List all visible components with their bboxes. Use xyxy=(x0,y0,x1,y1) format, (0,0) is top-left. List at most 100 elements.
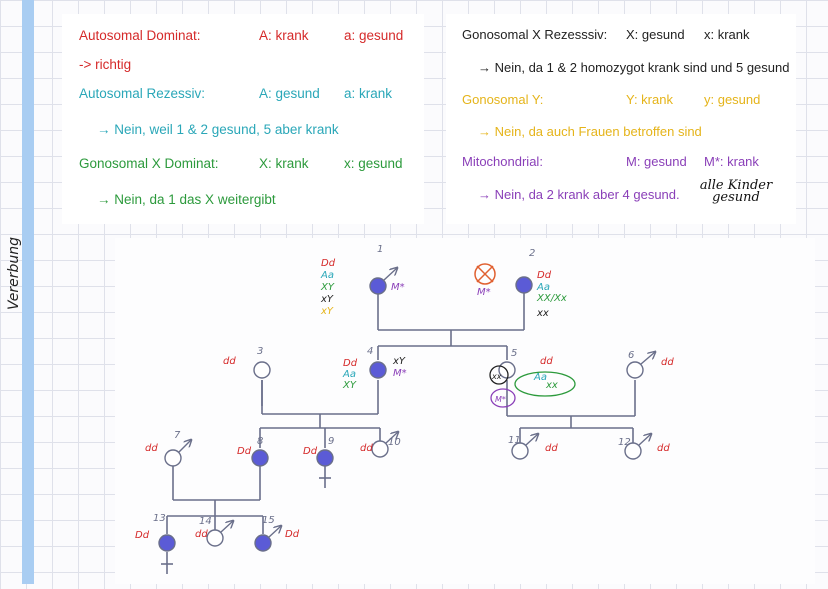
num-8: 8 xyxy=(257,436,263,447)
p2-xx-lower: xx xyxy=(536,308,549,319)
mito-handwritten-note: alle Kinder gesund xyxy=(686,178,786,205)
num-14: 14 xyxy=(199,516,212,527)
xr-verdict: → Nein, da 1 & 2 homozygot krank sind un… xyxy=(478,60,790,75)
y-title: Gonosomal Y: xyxy=(462,92,544,107)
p10-dd: dd xyxy=(360,443,373,454)
num-6: 6 xyxy=(628,350,634,361)
annotation-mstar-crossed xyxy=(474,263,496,285)
num-9: 9 xyxy=(328,436,334,447)
p5-xx: xx xyxy=(545,380,558,391)
ar-a-lower: a: krank xyxy=(344,86,393,101)
num-10: 10 xyxy=(388,437,401,448)
p2-mstar: M* xyxy=(477,287,491,298)
num-15: 15 xyxy=(262,515,275,526)
p5-dd: dd xyxy=(540,356,553,367)
p4-xy: XY xyxy=(342,380,357,391)
ad-a-upper: A: krank xyxy=(259,28,309,43)
ar-a-upper: A: gesund xyxy=(259,86,320,101)
ad-verdict: -> richtig xyxy=(79,57,132,72)
mito-verdict: → Nein, da 2 krank aber 4 gesund. xyxy=(478,187,680,202)
num-13: 13 xyxy=(153,513,166,524)
p2-xx: XX/Xx xyxy=(536,293,567,304)
y-verdict: → Nein, da auch Frauen betroffen sind xyxy=(478,124,702,139)
num-1: 1 xyxy=(377,244,383,255)
p4-mstar: M* xyxy=(393,368,407,379)
p6-dd: dd xyxy=(661,357,674,368)
note-line-1: alle Kinder xyxy=(699,178,773,193)
p1-xy-yellow: xY xyxy=(320,306,334,317)
person-1 xyxy=(369,268,397,295)
ad-title: Autosomal Dominat: xyxy=(79,28,201,43)
annotation-mstar-circle xyxy=(490,388,516,408)
person-13-symbol xyxy=(158,534,176,552)
p7-dd: dd xyxy=(145,443,158,454)
mito-title: Mitochondrial: xyxy=(462,154,543,169)
p5-xx-circle: xx xyxy=(491,372,502,381)
p4-xy-lower: xY xyxy=(392,356,406,367)
person-1-symbol xyxy=(369,277,387,295)
p5-mstar-circle: M* xyxy=(495,395,506,404)
xd-x-upper: X: krank xyxy=(259,156,309,171)
num-4: 4 xyxy=(367,346,373,357)
ad-a-lower: a: gesund xyxy=(344,28,404,43)
xr-x-upper: X: gesund xyxy=(626,27,685,42)
xd-x-lower: x: gesund xyxy=(344,156,403,171)
p4-dd: Dd xyxy=(343,358,358,369)
p2-aa: Aa xyxy=(536,282,550,293)
left-panel: Autosomal Dominat: A: krank a: gesund ->… xyxy=(62,14,424,224)
mito-m: M: gesund xyxy=(626,154,687,169)
margin-bar xyxy=(22,0,34,584)
num-12: 12 xyxy=(618,437,631,448)
y-y-upper: Y: krank xyxy=(626,92,673,107)
p3-dd: dd xyxy=(223,356,236,367)
p12-dd: dd xyxy=(657,443,670,454)
note-line-2: gesund xyxy=(712,190,760,205)
right-panel: Gonosomal X Rezesssiv: X: gesund x: kran… xyxy=(446,14,796,224)
p9-dd: Dd xyxy=(303,446,318,457)
person-14-symbol xyxy=(206,529,224,547)
p4-aa: Aa xyxy=(342,369,356,380)
person-2-symbol xyxy=(515,276,533,294)
xd-title: Gonosomal X Dominat: xyxy=(79,156,219,171)
num-3: 3 xyxy=(257,346,263,357)
annotation-xx-circle xyxy=(489,365,509,385)
side-label: Vererbung xyxy=(6,236,22,310)
num-2: 2 xyxy=(529,248,535,259)
y-y-lower: y: gesund xyxy=(704,92,761,107)
person-10-symbol xyxy=(371,440,389,458)
person-15-symbol xyxy=(254,534,272,552)
person-3-symbol xyxy=(253,361,271,379)
p1-xy-lower: xY xyxy=(320,294,334,305)
p1-dd: Dd xyxy=(321,258,336,269)
xr-title: Gonosomal X Rezesssiv: xyxy=(462,27,608,42)
p1-aa: Aa xyxy=(320,270,334,281)
p13-dd: Dd xyxy=(135,530,150,541)
person-8-symbol xyxy=(251,449,269,467)
annotation-green-oval xyxy=(514,371,576,397)
num-5: 5 xyxy=(511,348,517,359)
person-2 xyxy=(515,276,533,294)
ar-title: Autosomal Rezessiv: xyxy=(79,86,206,101)
p8-dd: Dd xyxy=(237,446,252,457)
person-12-symbol xyxy=(624,442,642,460)
p11-dd: dd xyxy=(545,443,558,454)
num-11: 11 xyxy=(508,435,521,446)
num-7: 7 xyxy=(174,430,181,441)
p2-dd: Dd xyxy=(537,270,552,281)
p1-mstar: M* xyxy=(391,282,405,293)
person-6-symbol xyxy=(626,361,644,379)
ar-verdict: → Nein, weil 1 & 2 gesund, 5 aber krank xyxy=(97,122,339,137)
mito-m-star: M*: krank xyxy=(704,154,759,169)
pedigree-chart: 1 2 3 4 5 6 7 8 9 10 11 12 13 14 15 Dd A… xyxy=(135,244,674,574)
person-9-symbol xyxy=(316,449,334,467)
xd-verdict: → Nein, da 1 das X weitergibt xyxy=(97,192,276,207)
p1-xy: XY xyxy=(320,282,335,293)
pedigree-panel: 1 2 3 4 5 6 7 8 9 10 11 12 13 14 15 Dd A… xyxy=(115,238,815,584)
p15-dd: Dd xyxy=(285,529,300,540)
p5-aa: Aa xyxy=(533,372,547,383)
xr-x-lower: x: krank xyxy=(704,27,750,42)
person-11-symbol xyxy=(511,442,529,460)
p14-dd: dd xyxy=(195,529,208,540)
person-7-symbol xyxy=(164,449,182,467)
person-4-symbol xyxy=(369,361,387,379)
